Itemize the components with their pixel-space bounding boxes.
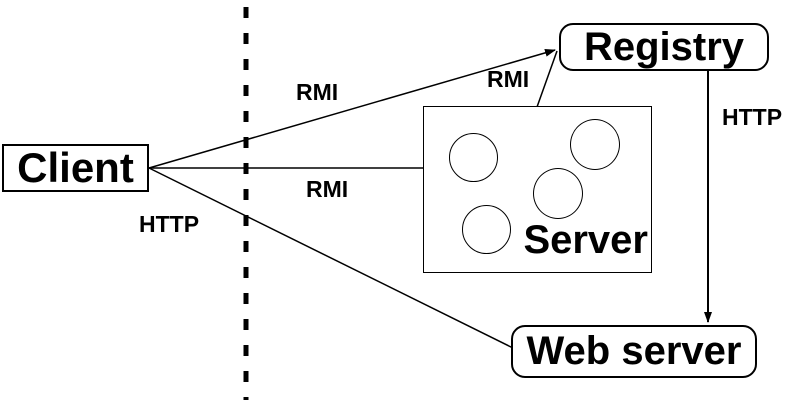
client-to-registry-rmi-arrow	[148, 48, 556, 169]
rmi-label-server-registry: RMI	[487, 66, 530, 92]
client-node-label: Client	[17, 144, 134, 191]
client-node: Client	[2, 144, 149, 192]
server-node: Server	[423, 106, 652, 273]
server-object-circle	[449, 133, 498, 182]
registry-node: Registry	[559, 23, 769, 71]
server-node-label: Server	[523, 218, 648, 262]
server-to-registry-rmi-line	[536, 50, 558, 108]
registry-node-label: Registry	[583, 24, 745, 69]
http-label-registry-web-server: HTTP	[722, 104, 783, 130]
rmi-label-client-server: RMI	[306, 176, 349, 202]
server-object-circle	[462, 205, 511, 254]
server-object-circle	[533, 168, 583, 219]
rmi-label-client-registry: RMI	[296, 79, 339, 105]
http-label-client-web-server: HTTP	[139, 211, 200, 237]
client-to-web-server-http-line	[148, 167, 514, 349]
web-server-node: Web server	[511, 325, 757, 378]
web-server-node-label: Web server	[526, 329, 742, 373]
server-object-circle	[570, 119, 620, 170]
